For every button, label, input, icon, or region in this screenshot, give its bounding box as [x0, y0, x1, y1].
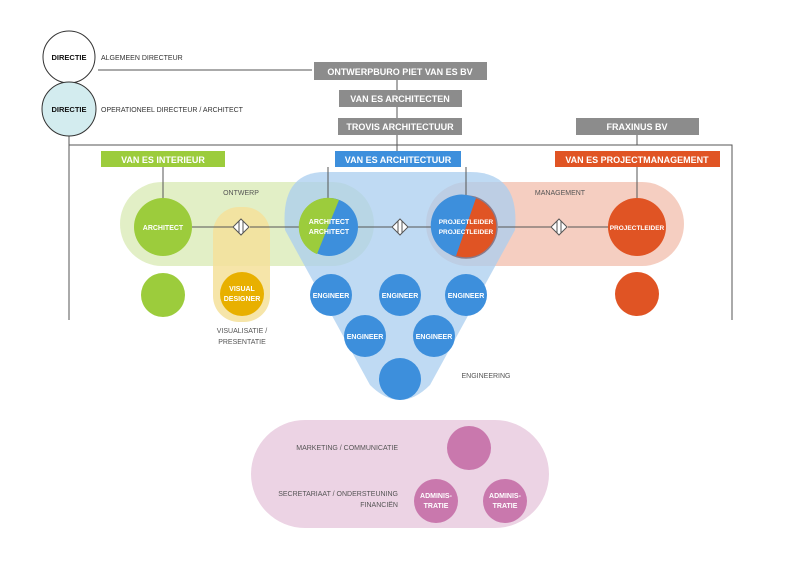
- architect-circle: [134, 198, 192, 256]
- group-label-engineering: ENGINEERING: [461, 373, 510, 380]
- role-label: ENGINEER: [313, 293, 350, 300]
- engineer-circle: [445, 274, 487, 316]
- directie-role: OPERATIONEEL DIRECTEUR / ARCHITECT: [101, 107, 244, 114]
- projectleider-circle: [608, 198, 666, 256]
- company-label: FRAXINUS BV: [606, 122, 667, 132]
- engineer-circle: [379, 274, 421, 316]
- group-label-visualisatie: PRESENTATIE: [218, 339, 266, 346]
- role-label: ARCHITECT: [309, 219, 350, 226]
- company-label: VAN ES ARCHITECTEN: [350, 94, 450, 104]
- green-circle: [141, 273, 185, 317]
- architect-architect-half: [298, 197, 339, 254]
- directie-badge: DIRECTIE: [51, 105, 86, 114]
- role-label: ENGINEER: [448, 293, 485, 300]
- link-diamond: [232, 218, 250, 236]
- department-box: [101, 151, 225, 167]
- group-label-financien: FINANCIËN: [360, 501, 398, 509]
- company-box: [576, 118, 699, 135]
- role-label: PROJECTLEIDER: [439, 229, 494, 236]
- group-label-secretariaat: SECRETARIAAT / ONDERSTEUNING: [278, 491, 398, 498]
- orange-circle: [615, 272, 659, 316]
- engineer-circle-unlabeled: [379, 358, 421, 400]
- role-label: DESIGNER: [224, 296, 261, 303]
- department-label: VAN ES PROJECTMANAGEMENT: [565, 155, 709, 165]
- projectleider-pair-half: [430, 194, 476, 256]
- group-label-visualisatie: VISUALISATIE /: [217, 328, 267, 335]
- visual-designer-circle: [220, 272, 264, 316]
- role-label: ARCHITECT: [309, 229, 350, 236]
- role-label: TRATIE: [424, 503, 449, 510]
- department-box: [335, 151, 461, 167]
- company-box: [339, 90, 462, 107]
- role-label: ENGINEER: [416, 334, 453, 341]
- marketing-circle: [447, 426, 491, 470]
- role-label: ENGINEER: [347, 334, 384, 341]
- role-label: ADMINIS-: [489, 493, 522, 500]
- administratie-circle: [414, 479, 458, 523]
- engineer-circle: [310, 274, 352, 316]
- department-box: [555, 151, 720, 167]
- company-label: ONTWERPBURO PIET VAN ES BV: [327, 67, 472, 77]
- administratie-circle: [483, 479, 527, 523]
- company-box: [314, 62, 487, 80]
- group-label-management: MANAGEMENT: [535, 190, 586, 197]
- group-label-marketing: MARKETING / COMMUNICATIE: [296, 445, 398, 452]
- engineer-circle: [413, 315, 455, 357]
- role-label: ARCHITECT: [143, 225, 184, 232]
- role-label: ADMINIS-: [420, 493, 453, 500]
- department-label: VAN ES ARCHITECTUUR: [345, 155, 452, 165]
- company-box: [338, 118, 462, 135]
- role-label: TRATIE: [493, 503, 518, 510]
- role-label: ENGINEER: [382, 293, 419, 300]
- directie-circle: [41, 81, 97, 137]
- role-label: PROJECTLEIDER: [439, 219, 494, 226]
- role-label: VISUAL: [229, 286, 255, 293]
- link-diamond: [391, 218, 409, 236]
- engineer-circle: [344, 315, 386, 357]
- role-label: PROJECTLEIDER: [610, 225, 665, 232]
- group-label-ontwerp: ONTWERP: [223, 190, 259, 197]
- company-label: TROVIS ARCHITECTUUR: [346, 122, 454, 132]
- directie-badge: DIRECTIE: [51, 53, 86, 62]
- link-diamond: [550, 218, 568, 236]
- directie-role: ALGEMEEN DIRECTEUR: [101, 55, 183, 62]
- department-label: VAN ES INTERIEUR: [121, 155, 205, 165]
